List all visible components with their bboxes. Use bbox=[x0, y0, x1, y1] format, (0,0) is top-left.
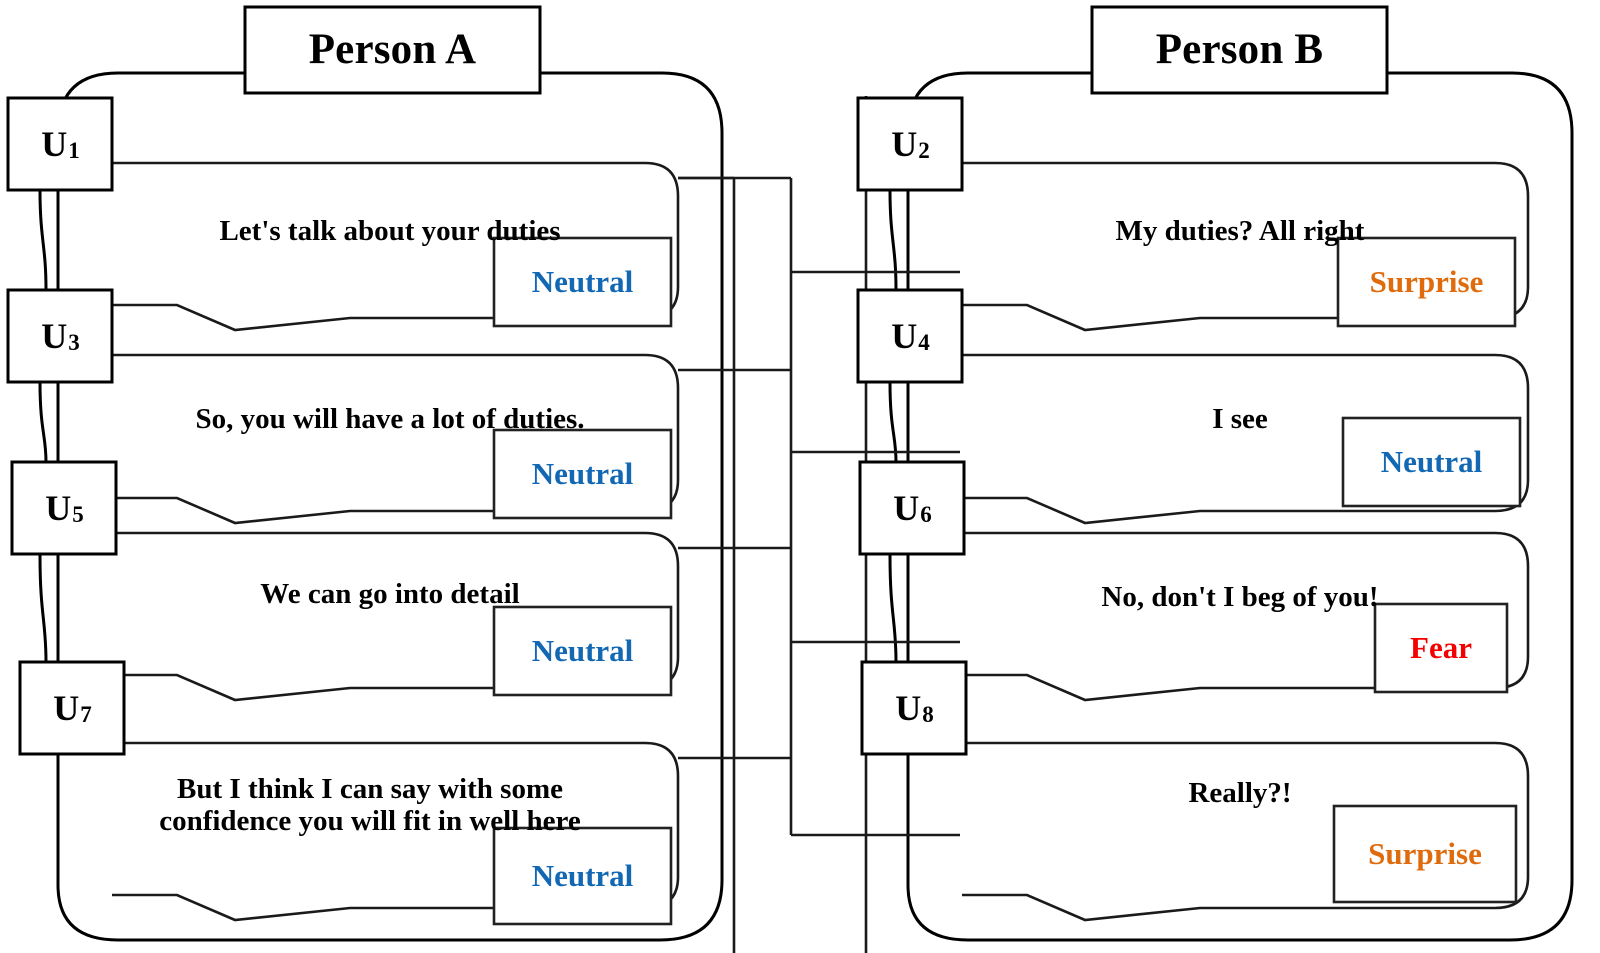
node-box-u2 bbox=[856, 96, 964, 192]
node-label-u3-index: 3 bbox=[68, 330, 80, 356]
person-a-title: Person A bbox=[308, 25, 477, 73]
utterance-text-a2: So, you will have a lot of duties. bbox=[195, 402, 585, 435]
emotion-box-b3 bbox=[1373, 602, 1509, 694]
node-label-u4-index: 4 bbox=[918, 330, 930, 356]
emotion-box-a1 bbox=[492, 236, 673, 328]
node-label-u8-letter: U bbox=[895, 687, 922, 728]
utterance-bubble-b4 bbox=[962, 741, 1530, 922]
utterance-bubble-b2 bbox=[962, 353, 1530, 525]
person-a-spine-u1-u3 bbox=[38, 189, 48, 291]
node-label-u6-index: 6 bbox=[920, 502, 932, 528]
person-a-spine-u5-u7 bbox=[38, 554, 48, 663]
utterance-text-b1: My duties? All right bbox=[1115, 214, 1365, 247]
emotion-box-a2 bbox=[492, 428, 673, 520]
emotion-label-a3: Neutral bbox=[531, 632, 634, 668]
node-label-u1-index: 1 bbox=[68, 138, 80, 164]
person-a-title-box bbox=[243, 5, 542, 95]
utterance-text-b3: No, don't I beg of you! bbox=[1101, 580, 1379, 613]
emotion-box-b4 bbox=[1332, 804, 1518, 904]
person-b-spine-u6-u8 bbox=[888, 554, 898, 663]
node-label-u5-letter: U bbox=[45, 487, 72, 528]
emotion-box-a3 bbox=[492, 605, 673, 697]
node-box-u5 bbox=[10, 460, 118, 556]
emotion-box-b2 bbox=[1341, 416, 1522, 508]
person-b-spine-u2-u4 bbox=[888, 189, 898, 291]
person-b-title-box bbox=[1090, 5, 1389, 95]
emotion-label-b4: Surprise bbox=[1368, 835, 1482, 871]
emotion-label-a1: Neutral bbox=[531, 263, 634, 299]
emotion-label-b3: Fear bbox=[1410, 629, 1472, 665]
node-label-u3-letter: U bbox=[41, 315, 68, 356]
node-label-u8-index: 8 bbox=[922, 702, 934, 728]
emotion-label-a4: Neutral bbox=[531, 857, 634, 893]
emotion-box-b1 bbox=[1336, 236, 1517, 328]
emotion-label-a2: Neutral bbox=[531, 455, 634, 491]
node-label-u6-letter: U bbox=[893, 487, 920, 528]
utterance-text-a3: We can go into detail bbox=[260, 577, 520, 610]
node-label-u2-index: 2 bbox=[918, 138, 930, 164]
node-label-u7-index: 7 bbox=[80, 702, 92, 728]
node-label-u5-index: 5 bbox=[72, 502, 84, 528]
person-b-title: Person B bbox=[1155, 25, 1324, 73]
node-box-u1 bbox=[6, 96, 114, 192]
utterance-text-a1: Let's talk about your duties bbox=[219, 214, 561, 247]
node-box-u7 bbox=[18, 660, 126, 756]
node-box-u6 bbox=[858, 460, 966, 556]
node-box-u3 bbox=[6, 288, 114, 384]
node-label-u7-letter: U bbox=[53, 687, 80, 728]
person-b-spine-u4-u6 bbox=[888, 381, 898, 463]
emotion-label-b2: Neutral bbox=[1380, 443, 1483, 479]
person-a-spine-u3-u5 bbox=[38, 381, 48, 463]
node-box-u8 bbox=[860, 660, 968, 756]
emotion-box-a4 bbox=[492, 826, 673, 926]
node-label-u2-letter: U bbox=[891, 123, 918, 164]
utterance-text-a4: But I think I can say with some confiden… bbox=[159, 772, 581, 837]
node-label-u1-letter: U bbox=[41, 123, 68, 164]
node-label-u4-letter: U bbox=[891, 315, 918, 356]
emotion-label-b1: Surprise bbox=[1369, 263, 1484, 299]
node-box-u4 bbox=[856, 288, 964, 384]
utterance-text-b2: I see bbox=[1212, 402, 1268, 435]
utterance-text-b4: Really?! bbox=[1188, 776, 1292, 809]
